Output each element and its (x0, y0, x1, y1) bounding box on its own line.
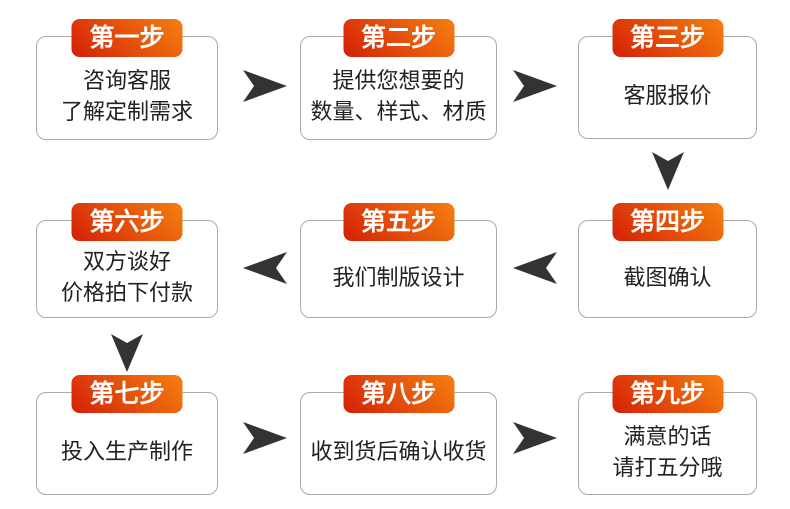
arrow-left-icon (513, 252, 557, 284)
step-8-text: 收到货后确认收货 (310, 436, 486, 467)
step-2-badge: 第二步 (342, 19, 455, 57)
step-5-box: 第五步 我们制版设计 (300, 203, 497, 318)
step-8-badge: 第八步 (342, 375, 455, 413)
step-9-text: 满意的话 请打五分哦 (612, 421, 722, 483)
step-1-text: 咨询客服 了解定制需求 (61, 65, 193, 127)
step-8-line-1: 收到货后确认收货 (310, 439, 487, 464)
step-2-line-1: 提供您想要的 (332, 68, 465, 93)
step-4-line-1: 截图确认 (623, 264, 712, 290)
step-5-text: 我们制版设计 (332, 262, 464, 293)
step-7-text: 投入生产制作 (61, 436, 193, 467)
step-9-box: 第九步 满意的话 请打五分哦 (578, 375, 757, 495)
step-6-box: 第六步 双方谈好 价格拍下付款 (36, 203, 218, 318)
step-3-box: 第三步 客服报价 (578, 19, 757, 139)
step-4-text: 截图确认 (623, 262, 711, 293)
step-7-box: 第七步 投入生产制作 (36, 375, 218, 495)
step-5-badge: 第五步 (342, 203, 455, 241)
step-9-line-1: 满意的话 (623, 423, 712, 449)
step-3-text: 客服报价 (623, 80, 711, 111)
step-1-badge: 第一步 (71, 19, 183, 57)
step-4-badge: 第四步 (611, 203, 724, 241)
arrow-right-icon (243, 422, 287, 454)
arrow-right-icon (243, 70, 287, 102)
step-1-line-1: 咨询客服 (82, 68, 171, 93)
step-1-line-2: 了解定制需求 (60, 99, 193, 124)
step-6-line-1: 双方谈好 (82, 249, 171, 274)
step-3-line-1: 客服报价 (623, 83, 712, 108)
step-8-box: 第八步 收到货后确认收货 (300, 375, 497, 495)
step-1-box: 第一步 咨询客服 了解定制需求 (36, 19, 218, 140)
step-4-box: 第四步 截图确认 (578, 203, 757, 318)
step-9-badge: 第九步 (611, 375, 724, 413)
arrow-right-icon (513, 422, 557, 454)
arrow-right-icon (513, 70, 557, 102)
step-2-box: 第二步 提供您想要的 数量、样式、材质 (300, 19, 497, 140)
step-7-line-1: 投入生产制作 (60, 439, 193, 464)
step-9-line-2: 请打五分哦 (612, 454, 723, 480)
arrow-left-icon (243, 252, 287, 284)
step-3-badge: 第三步 (611, 19, 724, 57)
arrow-down-icon (111, 334, 143, 372)
step-5-line-1: 我们制版设计 (332, 264, 465, 290)
step-6-line-2: 价格拍下付款 (60, 280, 193, 305)
step-2-line-2: 数量、样式、材质 (310, 99, 487, 124)
arrow-down-icon (652, 152, 684, 190)
step-2-text: 提供您想要的 数量、样式、材质 (310, 65, 486, 127)
step-6-text: 双方谈好 价格拍下付款 (61, 246, 193, 308)
step-7-badge: 第七步 (71, 375, 183, 413)
step-6-badge: 第六步 (71, 203, 183, 241)
